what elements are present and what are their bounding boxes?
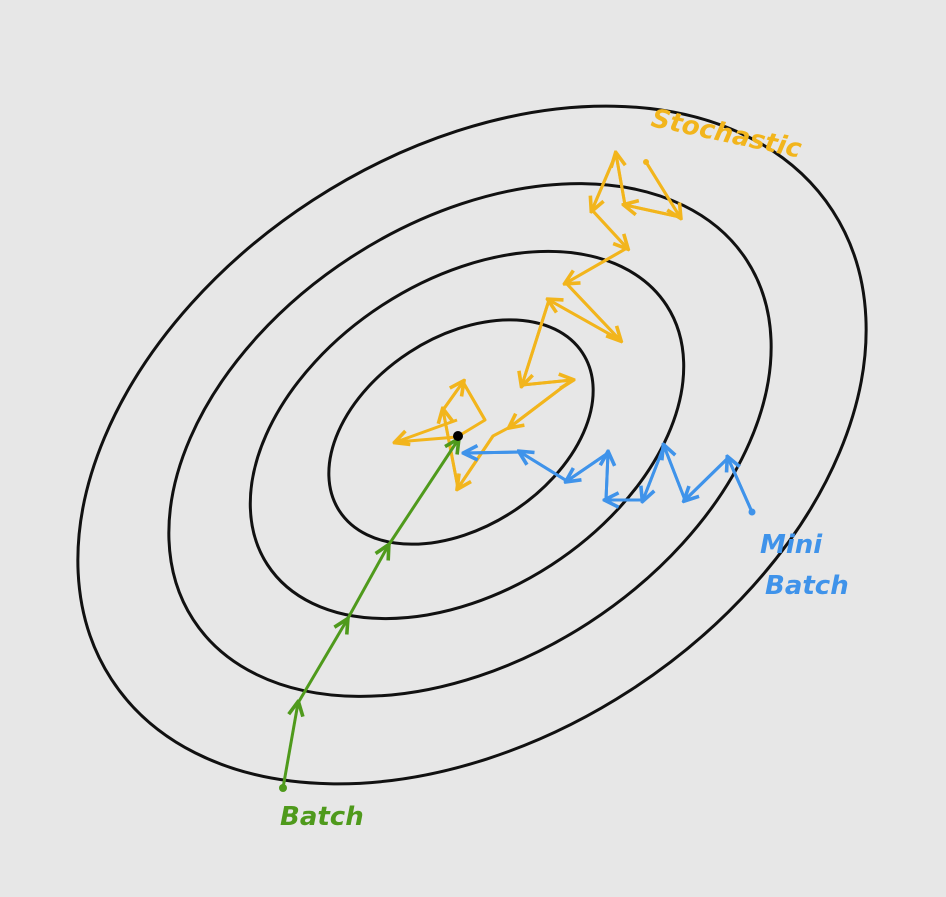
stochastic-arrow-12: [458, 435, 495, 488]
minimum-point: [453, 431, 463, 441]
stochastic-arrow-9: [522, 299, 551, 385]
stochastic-arrow-2: [625, 205, 681, 219]
contour-inner: [327, 318, 595, 546]
batch-arrow-2: [296, 620, 347, 704]
batch-label: Batch: [280, 802, 364, 832]
stochastic-label: Stochastic: [649, 104, 805, 165]
stochastic-arrow-5: [590, 208, 627, 248]
stochastic-path: [396, 154, 680, 488]
stochastic-arrow-11: [510, 378, 573, 427]
mini-batch-label-line1: Mini: [760, 530, 823, 560]
batch-arrow-1: [281, 703, 298, 789]
mini-batch-start-dot: [748, 508, 756, 516]
mini-batch-arrow-1: [728, 458, 754, 513]
stochastic-arrow-16: [396, 418, 458, 442]
stochastic-start-dot: [643, 159, 649, 165]
stochastic-arrow-4: [592, 153, 618, 210]
stochastic-path-line: [394, 152, 682, 490]
contour-second: [248, 249, 686, 621]
mini-batch-arrow-9: [465, 452, 521, 453]
batch-start-dot: [279, 784, 287, 792]
stochastic-arrow-1: [644, 161, 680, 217]
mini-batch-arrow-4: [643, 445, 666, 500]
stochastic-arrow-6: [566, 246, 628, 283]
stochastic-arrow-7: [564, 281, 620, 340]
mini-batch-arrow-7: [567, 451, 609, 481]
mini-batch-arrow-6: [606, 453, 608, 501]
mini-batch-arrow-2: [685, 456, 730, 500]
contour-third: [167, 182, 773, 698]
stochastic-arrow-8: [549, 300, 621, 342]
mini-batch-label-line2: Batch: [765, 571, 849, 601]
batch-path: [279, 440, 458, 792]
batch-arrow-3: [345, 546, 388, 621]
mini-batch-arrow-8: [520, 452, 568, 483]
stochastic-arrow-15: [461, 381, 487, 421]
stochastic-arrow-10: [521, 380, 572, 385]
stochastic-arrow-3: [616, 154, 625, 206]
mini-batch-path: [465, 446, 756, 516]
mini-batch-arrow-3: [664, 446, 687, 501]
batch-arrow-4: [386, 440, 458, 547]
stochastic-arrow-14: [441, 382, 463, 411]
